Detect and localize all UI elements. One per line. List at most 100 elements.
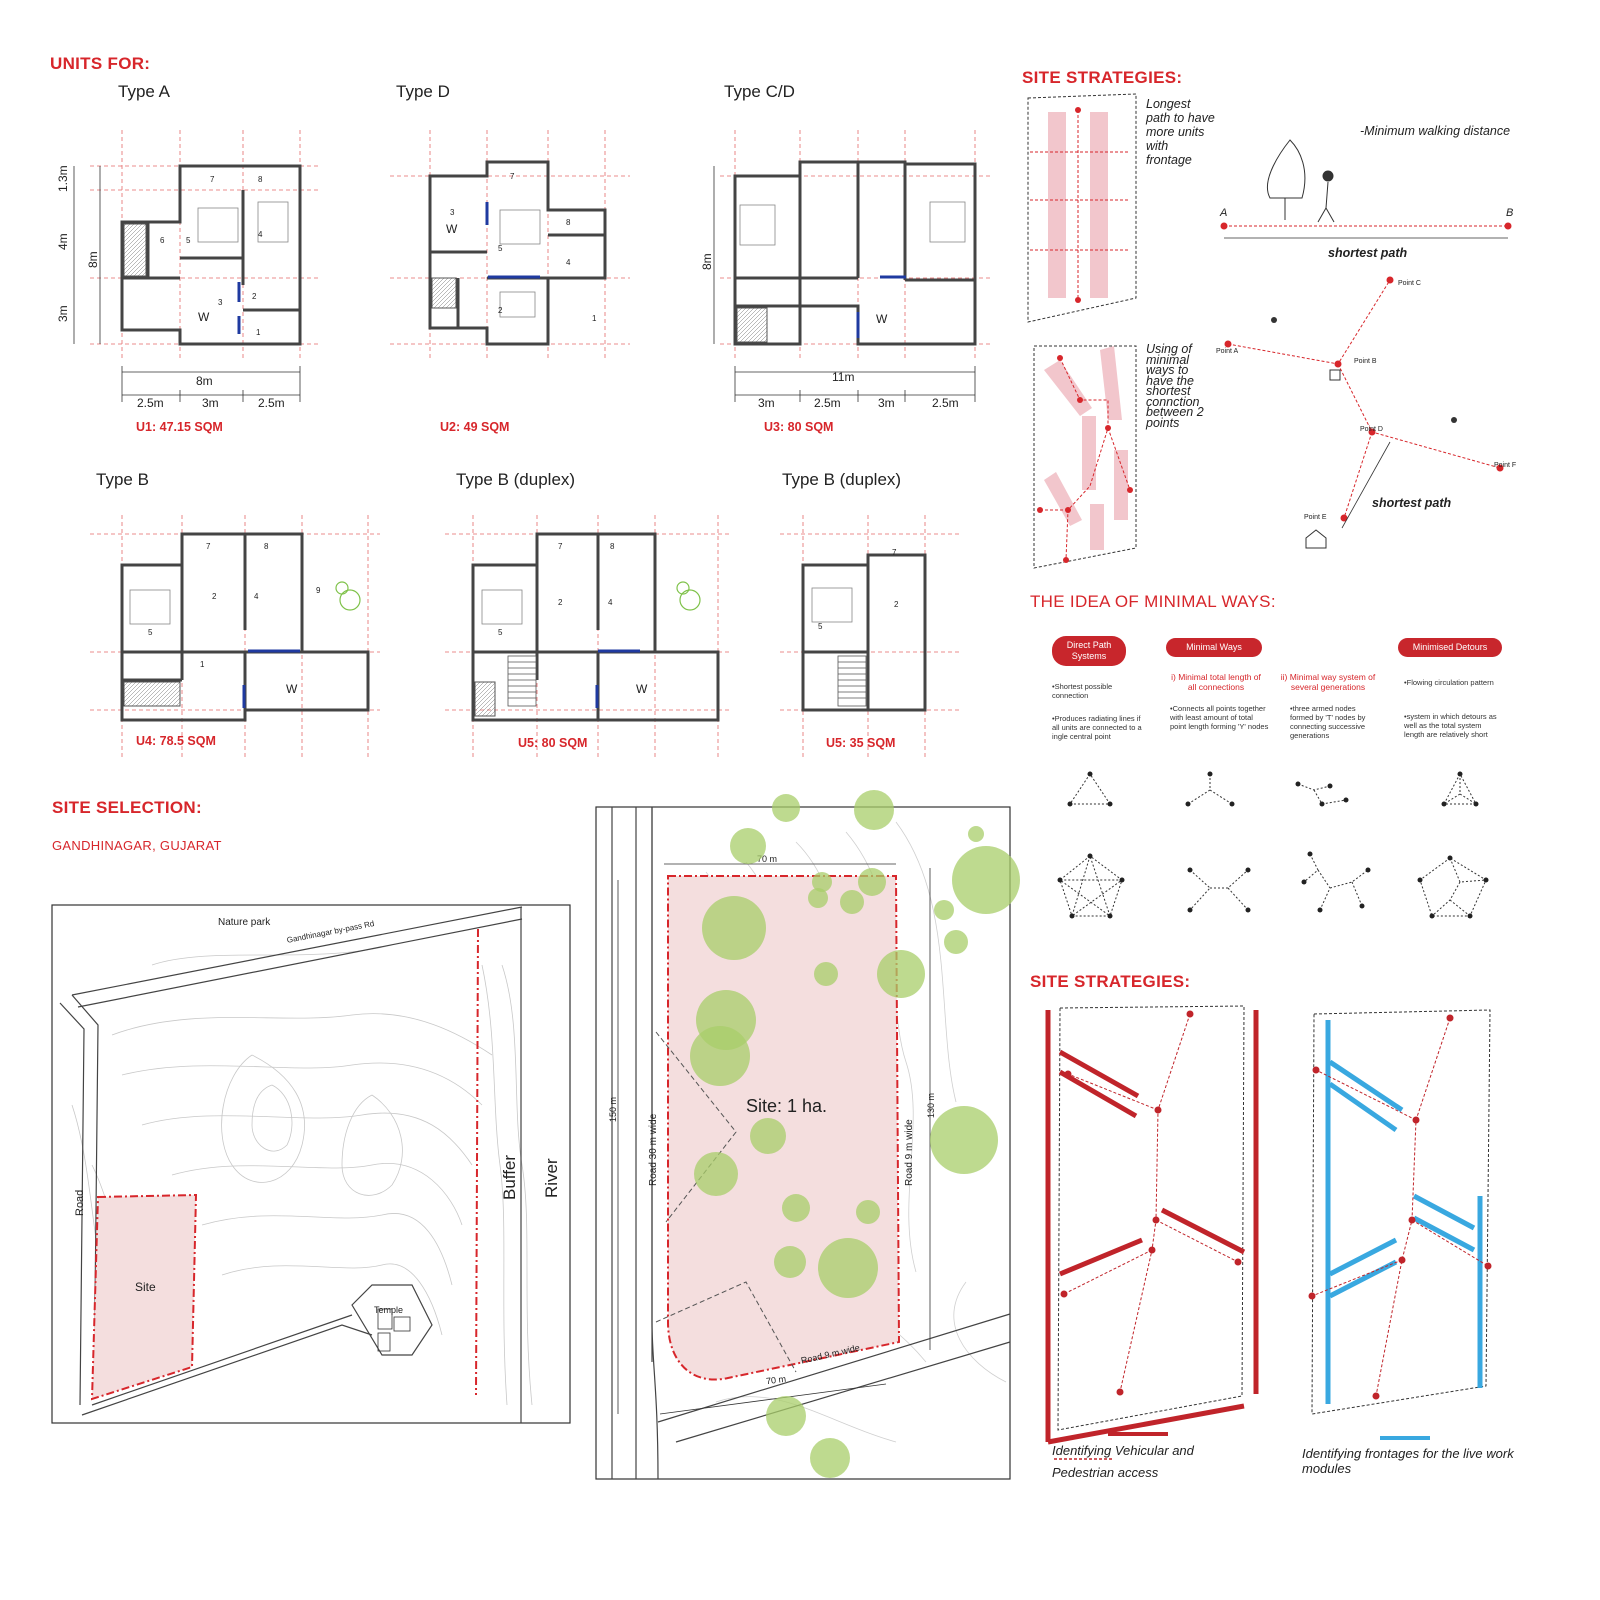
site-strategies-heading-top: SITE STRATEGIES:: [1022, 68, 1183, 87]
workspace-label: W: [446, 222, 458, 236]
room-number: 7: [510, 172, 515, 181]
room-number: 8: [264, 542, 269, 551]
floor-plans-drawing: [73, 130, 990, 760]
room-number: 1: [256, 328, 261, 337]
unit-title-a: Type A: [118, 82, 170, 101]
dim-width-cd-1: 3m: [758, 396, 775, 410]
mw-text-6: •system in which detours as well as the …: [1404, 712, 1497, 739]
dim-depth-a-1: 1.3m: [56, 165, 70, 192]
node-label-b: Point B: [1354, 358, 1377, 365]
nature-park-label: Nature park: [218, 917, 271, 928]
dim-depth-a-2: 4m: [56, 233, 70, 250]
shortest-path-label: shortest path: [1328, 246, 1408, 260]
dim-width-a-1: 2.5m: [137, 396, 164, 410]
room-number: 6: [160, 236, 165, 245]
dim-total-depth-a: 8m: [86, 251, 100, 268]
room-number: 9: [316, 586, 321, 595]
node-label-c: Point C: [1398, 280, 1421, 287]
point-a-label: A: [1220, 207, 1228, 219]
dim-total-width-a: 8m: [196, 374, 213, 388]
dim-width-a-2: 3m: [202, 396, 219, 410]
site-plan-trees: [690, 790, 1020, 1478]
site-label-map: Site: [135, 1280, 156, 1294]
river-label: River: [542, 1158, 561, 1198]
minimal-ways-note: Using of minimal ways to have the shorte…: [1146, 342, 1204, 430]
longest-path-note: Longest path to have more units with fro…: [1146, 97, 1215, 167]
room-number: 7: [558, 542, 563, 551]
room-number: 2: [894, 600, 899, 609]
room-number: 2: [252, 292, 257, 301]
minimum-walking-note: -Minimum walking distance: [1360, 124, 1511, 138]
room-number: 1: [200, 660, 205, 669]
minimal-ways-sub-ii: ii) Minimal way system of several genera…: [1280, 672, 1376, 692]
site-width-top: 70 m: [757, 854, 778, 864]
access-frontage-diagram: [1045, 1005, 1492, 1460]
dim-depth-a-3: 3m: [56, 305, 70, 322]
room-number: 3: [218, 298, 223, 307]
site-location-map: [51, 904, 571, 1424]
room-number: 8: [610, 542, 615, 551]
mw-text-2: •Produces radiating lines if all units a…: [1052, 714, 1142, 741]
site-area-label: Site: 1 ha.: [746, 1096, 828, 1116]
room-number: 4: [608, 598, 613, 607]
room-number: 5: [818, 622, 823, 631]
minimal-ways-heading: THE IDEA OF MINIMAL WAYS:: [1030, 592, 1276, 611]
room-number: 5: [498, 628, 503, 637]
unit-area-u5-small: U5: 35 SQM: [826, 736, 896, 750]
room-number: 8: [566, 218, 571, 227]
unit-title-b: Type B: [96, 470, 149, 489]
workspace-label: W: [636, 682, 648, 696]
room-number: 2: [212, 592, 217, 601]
dim-width-cd-3: 3m: [878, 396, 895, 410]
node-label-e: Point E: [1304, 514, 1327, 521]
room-number: 7: [210, 175, 215, 184]
room-number: 5: [498, 244, 503, 253]
dim-total-depth-cd: 8m: [700, 253, 714, 270]
node-label-f: Point F: [1494, 462, 1517, 469]
road-label: Road: [74, 1189, 86, 1216]
unit-title-b-duplex-2: Type B (duplex): [782, 470, 902, 489]
room-number: 5: [186, 236, 191, 245]
minimal-ways-sub-i: i) Minimal total length of all connectio…: [1171, 672, 1261, 692]
dim-width-cd-2: 2.5m: [814, 396, 841, 410]
workspace-label: W: [286, 682, 298, 696]
workspace-label: W: [876, 312, 888, 326]
room-number: 4: [254, 592, 259, 601]
shortest-path-label-2: shortest path: [1372, 496, 1452, 510]
pill-minimised-detours: Minimised Detours: [1398, 638, 1502, 657]
room-number: 4: [566, 258, 571, 267]
mw-text-5: •Flowing circulation pattern: [1404, 678, 1494, 687]
room-number: 2: [498, 306, 503, 315]
room-number: 7: [206, 542, 211, 551]
dim-width-a-3: 2.5m: [258, 396, 285, 410]
room-number: 5: [148, 628, 153, 637]
room-number: 8: [258, 175, 263, 184]
unit-area-u4: U4: 78.5 SQM: [136, 734, 216, 748]
node-label-a: Point A: [1216, 348, 1239, 355]
unit-area-u5: U5: 80 SQM: [518, 736, 588, 750]
room-number: 7: [892, 548, 897, 557]
mw-text-4: •three armed nodes formed by 'T' nodes b…: [1290, 704, 1366, 740]
temple-label: Temple: [374, 1305, 404, 1315]
dim-total-width-cd: 11m: [832, 370, 855, 384]
unit-area-u2: U2: 49 SQM: [440, 420, 510, 434]
mw-text-3: •Connects all points together with least…: [1170, 704, 1269, 731]
site-location: GANDHINAGAR, GUJARAT: [52, 838, 222, 853]
room-number: 3: [450, 208, 455, 217]
frontage-caption: Identifying frontages for the live work …: [1302, 1446, 1514, 1476]
room-number: 2: [558, 598, 563, 607]
unit-title-b-duplex-1: Type B (duplex): [456, 470, 576, 489]
dim-width-cd-4: 2.5m: [932, 396, 959, 410]
room-number: 4: [258, 230, 263, 239]
workspace-label: W: [198, 310, 210, 324]
pill-direct-path: Direct Path Systems: [1052, 636, 1126, 666]
unit-title-d: Type D: [396, 82, 450, 101]
site-strategies-heading-bottom: SITE STRATEGIES:: [1030, 972, 1191, 991]
vehicular-access-caption: Identifying Vehicular and Pedestrian acc…: [1052, 1443, 1194, 1480]
pill-minimal-ways: Minimal Ways: [1166, 638, 1262, 657]
room-number: 1: [592, 314, 597, 323]
node-label-d: Point D: [1360, 426, 1383, 433]
unit-title-cd: Type C/D: [724, 82, 795, 101]
unit-area-u3: U3: 80 SQM: [764, 420, 834, 434]
buffer-label: Buffer: [500, 1154, 519, 1200]
